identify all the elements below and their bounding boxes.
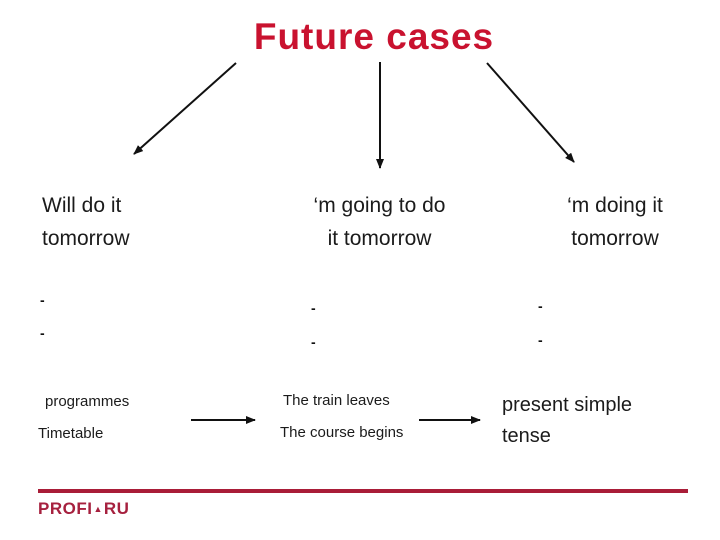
- dash-bullet: -: [311, 334, 316, 350]
- dash-bullet: -: [538, 332, 543, 348]
- dash-bullet: -: [538, 298, 543, 314]
- arrow-title-to-doing: [486, 62, 575, 163]
- example-train-leaves: The train leaves: [283, 392, 390, 409]
- footer-divider: [38, 489, 688, 493]
- arrow-title-to-will: [133, 62, 237, 155]
- column-heading-going-to-do: ‘m going to do it tomorrow: [313, 194, 446, 250]
- triangle-icon: ▲: [93, 504, 103, 514]
- column-heading-doing-it: ‘m doing it tomorrow: [567, 194, 663, 250]
- logo-text-right: RU: [103, 499, 130, 518]
- column-heading-will-do-it: Will do it tomorrow: [42, 194, 130, 250]
- dash-bullet: -: [40, 292, 45, 308]
- example-course-begins: The course begins: [280, 424, 404, 441]
- result-present-simple-tense: present simple tense: [502, 394, 633, 447]
- example-programmes: programmes: [45, 393, 130, 410]
- dash-bullet: -: [40, 325, 45, 341]
- example-timetable: Timetable: [38, 425, 104, 442]
- dash-bullet: -: [311, 300, 316, 316]
- page-title: Future cases: [253, 16, 495, 57]
- profi-ru-logo: PROFI▲RU: [38, 499, 129, 519]
- logo-text-left: PROFI: [38, 499, 93, 518]
